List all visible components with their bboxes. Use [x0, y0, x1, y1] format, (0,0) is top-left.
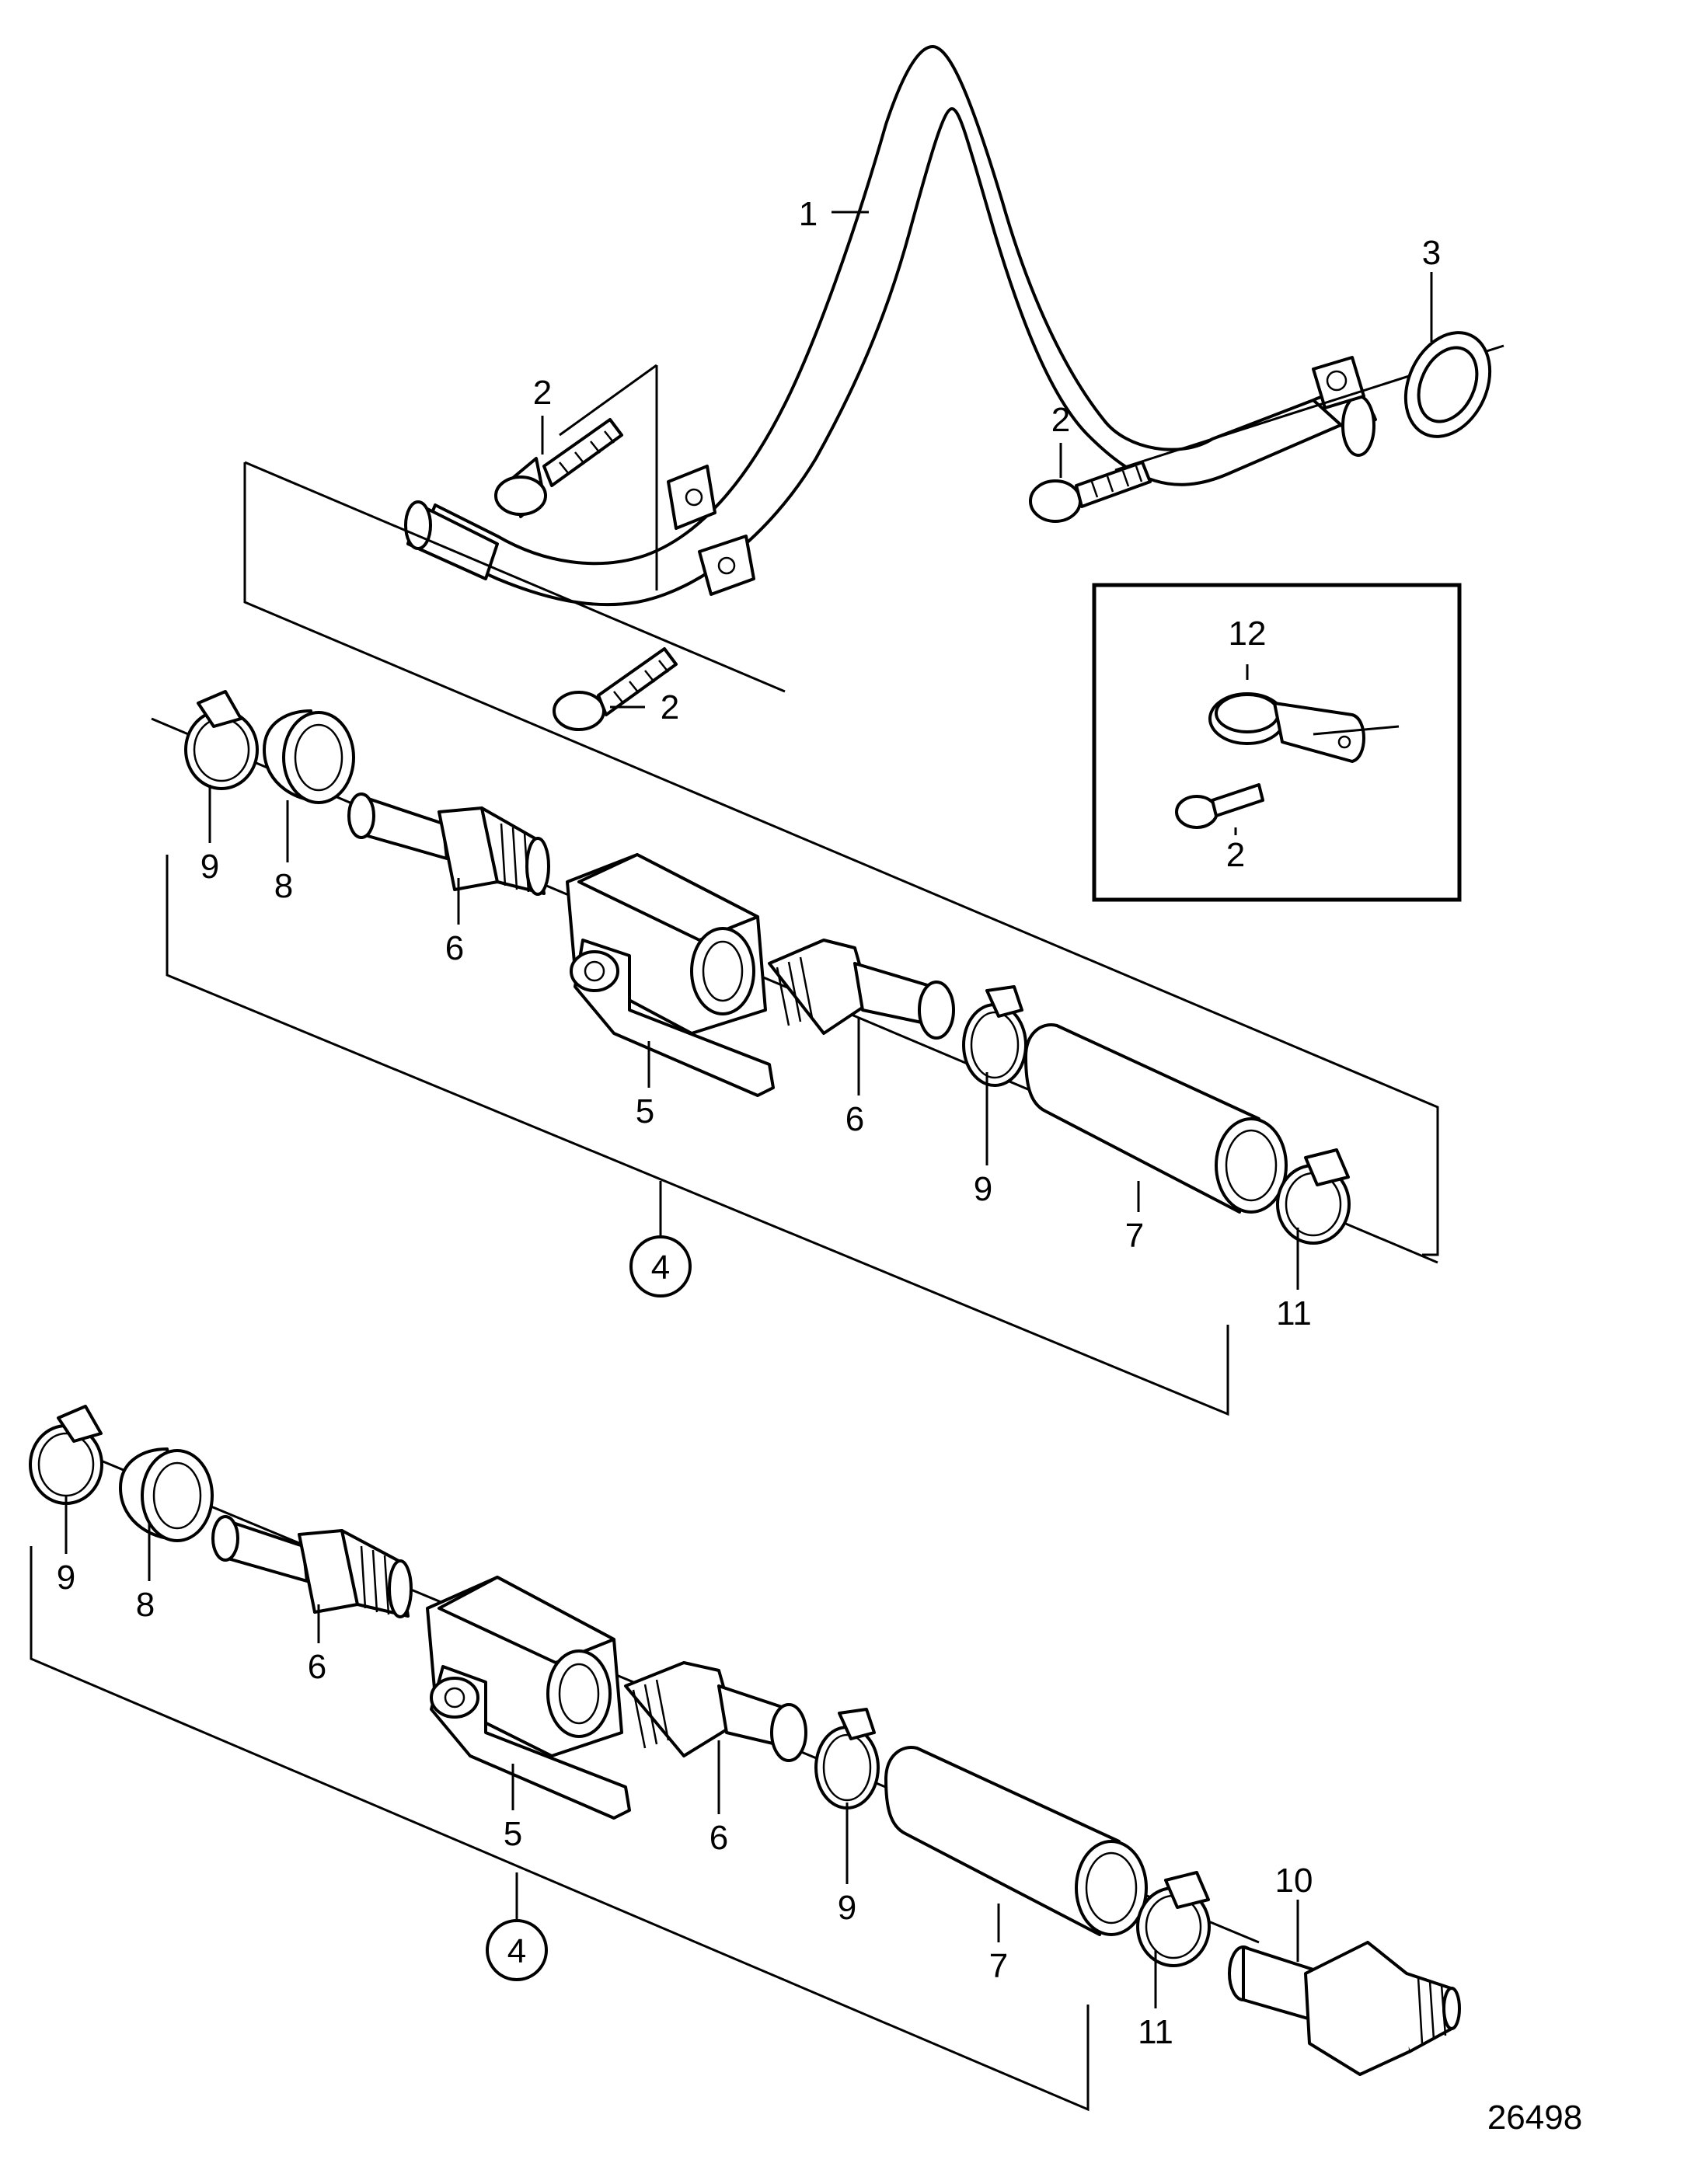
label-elbow: 10 — [1275, 1862, 1313, 1900]
label-bot-cock: 5 — [504, 1815, 522, 1853]
assembly-callout-top: 4 — [629, 1235, 692, 1298]
top-nipple-right — [768, 939, 955, 1040]
label-top-clamp-right: 11 — [1276, 1294, 1312, 1332]
bottom-nipple-left — [211, 1515, 413, 1618]
label-bot-clamp-mid: 9 — [838, 1889, 856, 1927]
leader-lines — [65, 211, 1433, 2008]
label-top-hose-short: 8 — [274, 867, 293, 905]
label-screw-c: 2 — [1051, 401, 1070, 439]
label-top-nipple-left: 6 — [445, 929, 464, 967]
label-bot-hose-short: 8 — [136, 1586, 155, 1624]
figure-number: 26498 — [1487, 2099, 1582, 2137]
screw-right — [1029, 461, 1152, 523]
label-inset-clip: 12 — [1229, 615, 1267, 653]
bottom-clamp-right — [1136, 1871, 1211, 1967]
label-top-clamp-left: 9 — [200, 848, 219, 886]
inset-detail-box — [1092, 583, 1462, 902]
bottom-clamp-mid — [814, 1708, 880, 1810]
top-nipple-left — [347, 792, 550, 896]
label-bot-nipple-right: 6 — [710, 1819, 728, 1857]
label-assembly-top: 4 — [651, 1249, 670, 1287]
bottom-nipple-right — [624, 1661, 807, 1762]
bottom-ball-valve — [426, 1576, 631, 1820]
top-clamp-mid — [962, 985, 1027, 1087]
screw-bottom-left — [553, 647, 678, 731]
screw-top-left — [494, 418, 623, 518]
label-top-hose-long: 7 — [1125, 1217, 1144, 1255]
label-top-clamp-mid: 9 — [974, 1170, 992, 1208]
label-bot-hose-long: 7 — [989, 1947, 1008, 1985]
label-bot-clamp-right: 11 — [1138, 2013, 1173, 2051]
label-seal-ring: 3 — [1422, 234, 1441, 272]
label-top-cock: 5 — [636, 1092, 654, 1130]
label-screw-a: 2 — [533, 374, 552, 412]
top-ball-valve — [566, 853, 775, 1097]
label-screw-b: 2 — [661, 688, 679, 726]
label-bot-nipple-left: 6 — [308, 1648, 326, 1686]
top-hose-long — [1024, 1023, 1288, 1214]
label-bot-clamp-left: 9 — [57, 1559, 75, 1597]
callout-labels: 1 2 2 2 3 12 2 9 8 6 5 6 9 7 11 4 9 8 6 … — [57, 195, 1582, 2137]
label-top-nipple-right: 6 — [845, 1100, 864, 1138]
seal-ring — [1403, 331, 1492, 438]
assembly-callout-bottom: 4 — [486, 1919, 548, 1981]
label-assembly-bottom: 4 — [507, 1932, 526, 1970]
elbow-fitting — [1228, 1941, 1461, 2076]
top-hose-short — [263, 709, 355, 804]
cooling-pipe — [404, 45, 1377, 607]
bottom-clamp-left — [29, 1405, 103, 1505]
bottom-hose-short — [119, 1447, 214, 1542]
top-clamp-left — [184, 690, 259, 790]
label-inset-screw: 2 — [1226, 836, 1245, 874]
label-pipe: 1 — [799, 195, 818, 233]
top-clamp-right — [1276, 1148, 1351, 1245]
bottom-hose-long — [884, 1746, 1148, 1936]
